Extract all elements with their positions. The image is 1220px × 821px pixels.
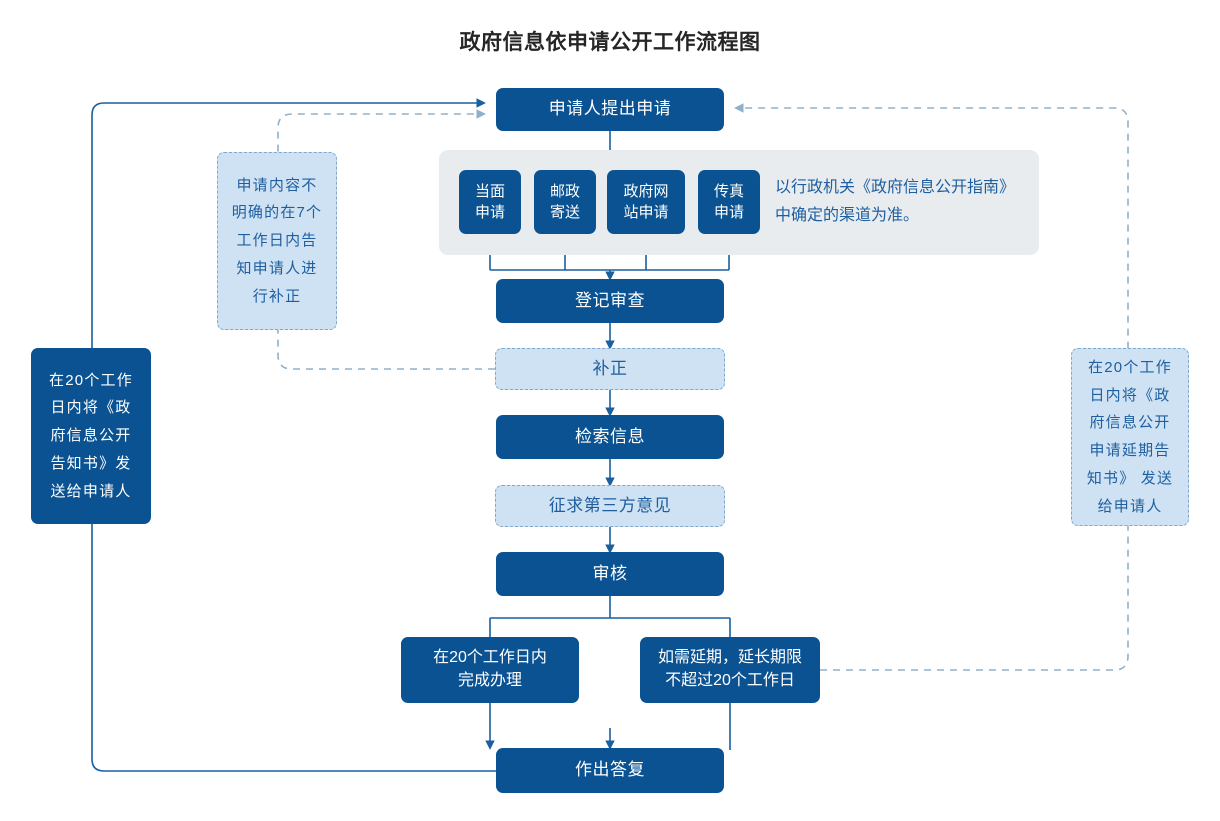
node-channel-fax[interactable]: 传真 申请: [698, 170, 760, 234]
node-review[interactable]: 审核: [496, 552, 724, 596]
node-apply[interactable]: 申请人提出申请: [496, 88, 724, 131]
node-finish-20-days[interactable]: 在20个工作日内 完成办理: [401, 637, 579, 703]
node-channel-postal[interactable]: 邮政 寄送: [534, 170, 596, 234]
note-supplement-7-days[interactable]: 申请内容不 明确的在7个 工作日内告 知申请人进 行补正: [217, 152, 337, 330]
note-disclosure-notice-20-days[interactable]: 在20个工作 日内将《政 府信息公开 告知书》发 送给申请人: [31, 348, 151, 524]
node-supplement[interactable]: 补正: [495, 348, 725, 390]
channel-note-text: 以行政机关《政府信息公开指南》 中确定的渠道为准。: [775, 179, 1016, 224]
node-channel-in-person[interactable]: 当面 申请: [459, 170, 521, 234]
node-reply[interactable]: 作出答复: [496, 748, 724, 793]
node-register[interactable]: 登记审查: [496, 279, 724, 323]
page-title: 政府信息依申请公开工作流程图: [459, 31, 761, 54]
note-extension-notice-20-days[interactable]: 在20个工作 日内将《政 府信息公开 申请延期告 知书》 发送 给申请人: [1071, 348, 1189, 526]
node-channel-website[interactable]: 政府网 站申请: [607, 170, 685, 234]
node-extension[interactable]: 如需延期，延长期限 不超过20个工作日: [640, 637, 820, 703]
node-retrieve[interactable]: 检索信息: [496, 415, 724, 459]
node-third-party[interactable]: 征求第三方意见: [495, 485, 725, 527]
